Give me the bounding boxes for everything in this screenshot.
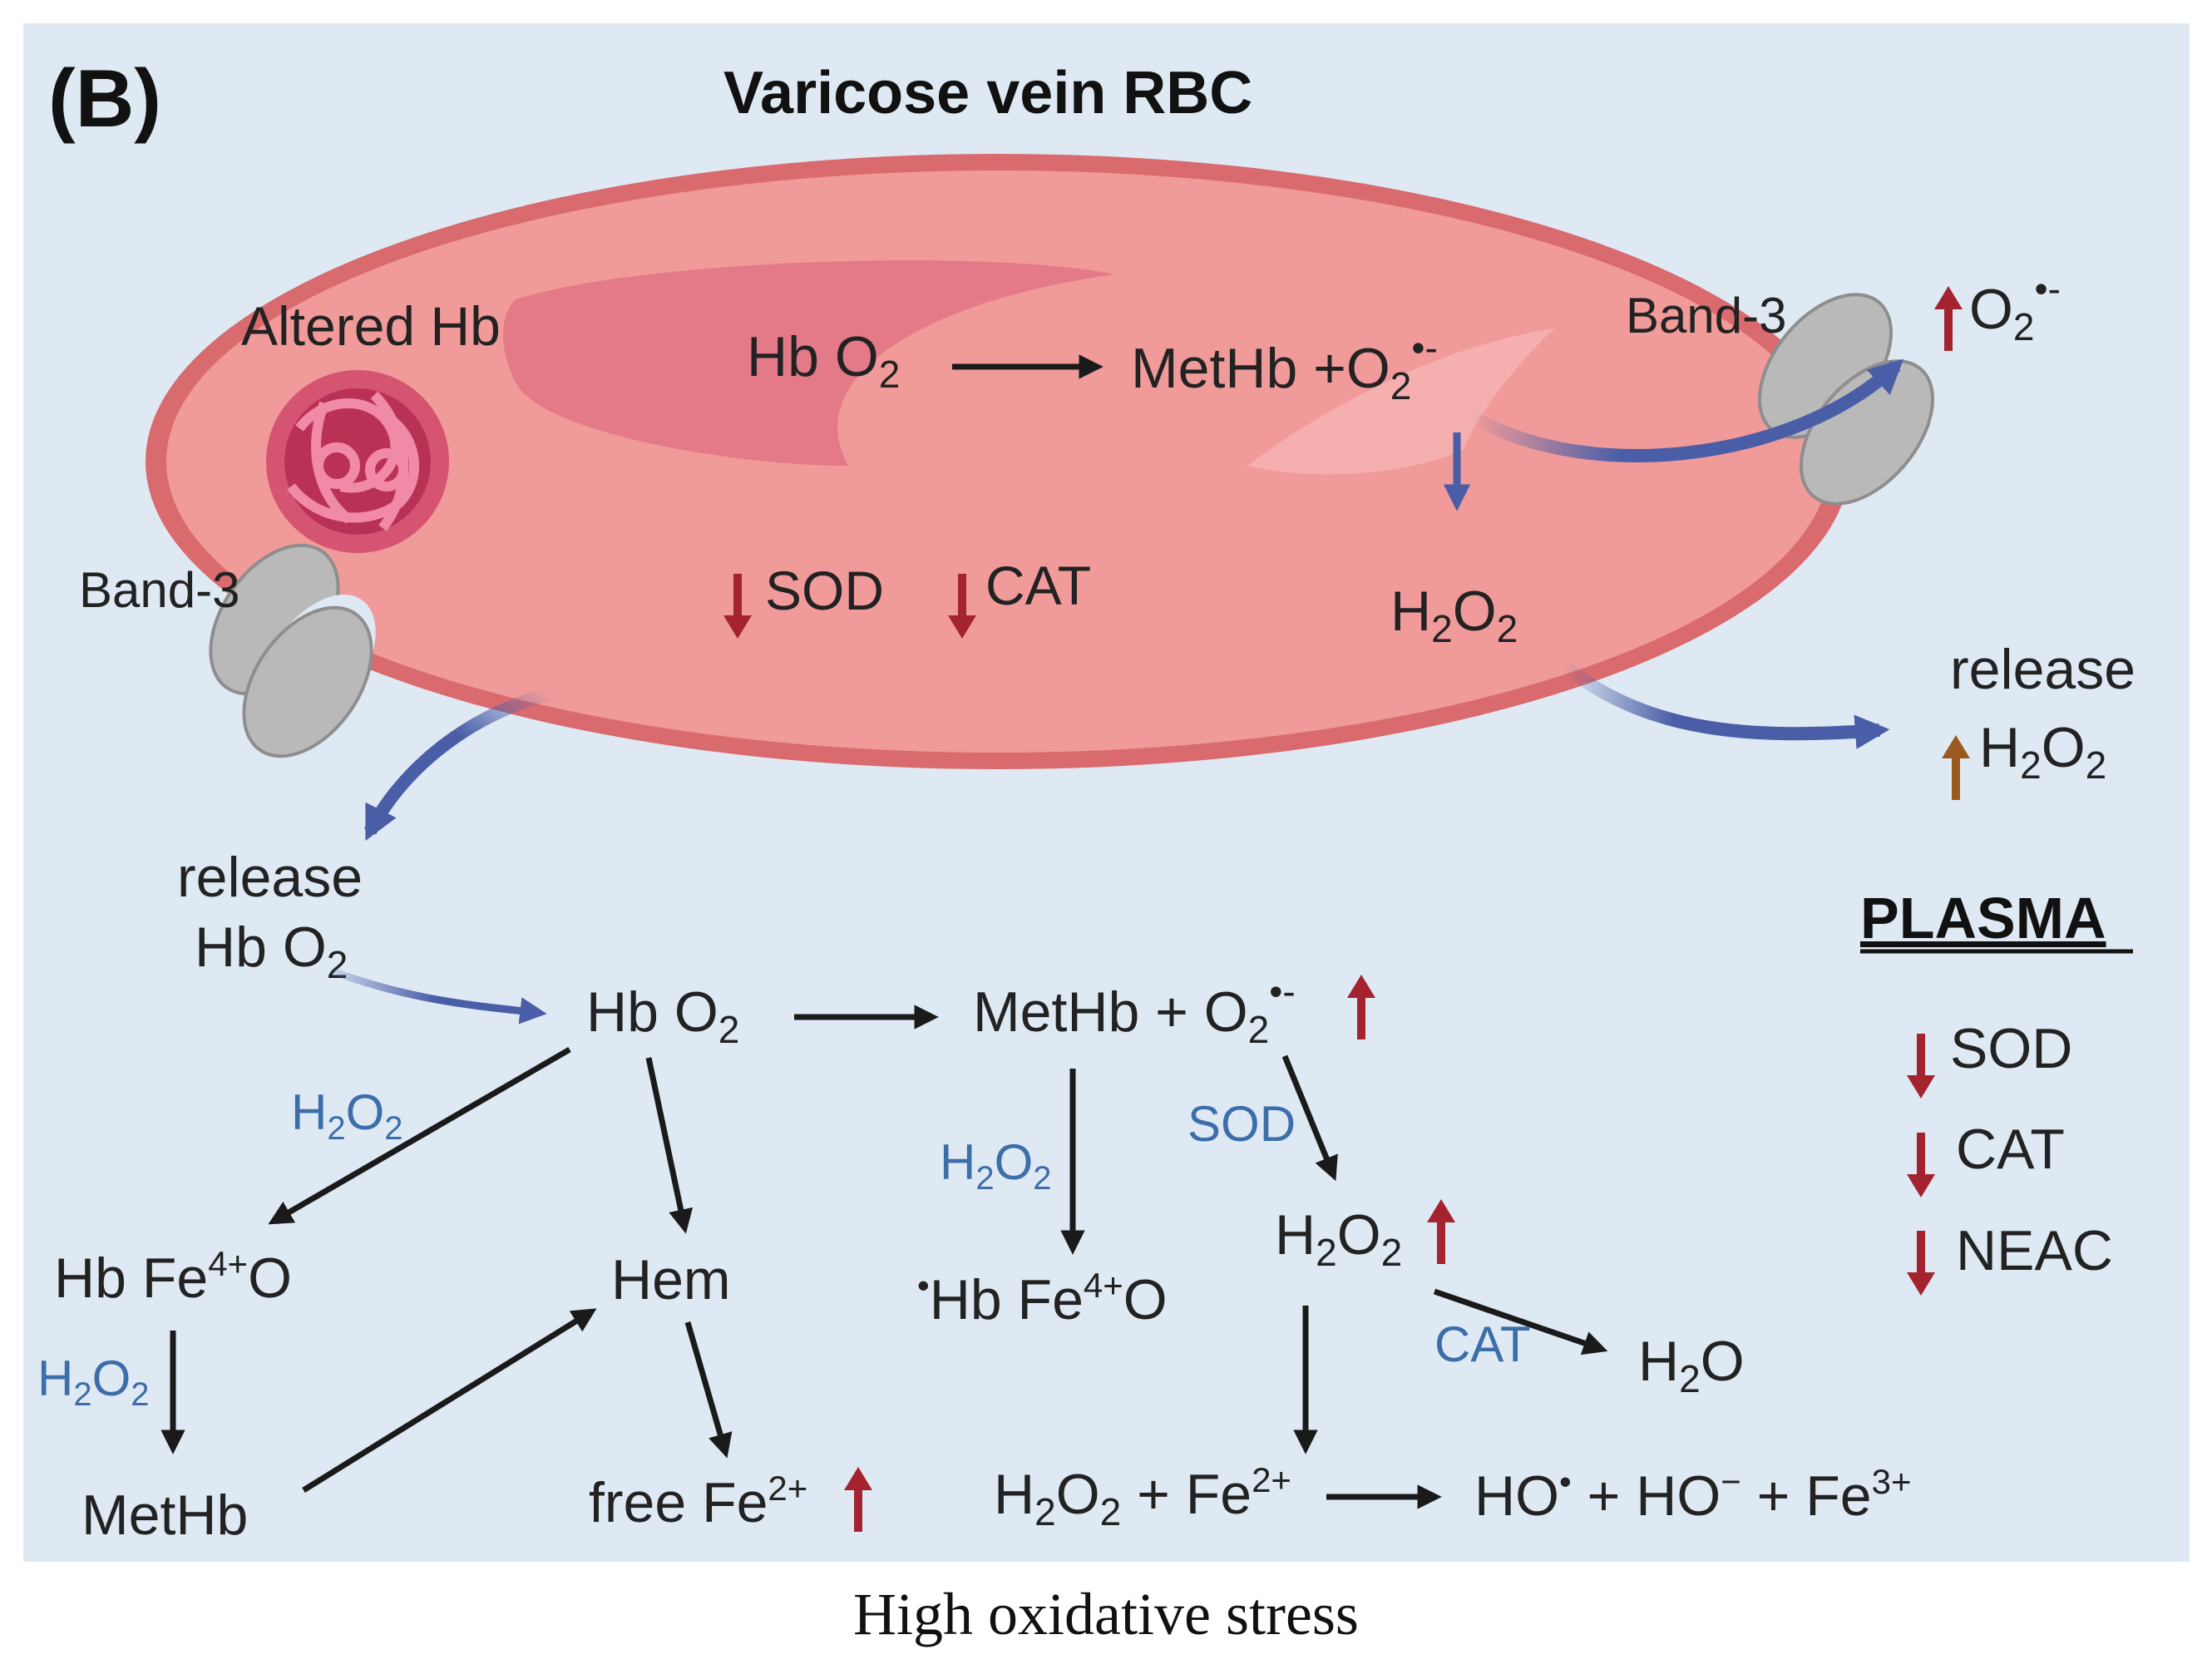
arrow-hbo2-to-ferryl: [268, 1046, 571, 1225]
enzyme-h2o2-3: H2O2: [37, 1351, 150, 1413]
arrow-hbo2-to-hem: [645, 1057, 694, 1234]
band3-right-label: Band-3: [1626, 288, 1786, 343]
water-product: H2O: [1638, 1330, 1745, 1400]
plasma-heading: PLASMA: [1860, 886, 2106, 951]
rbc-central-pallor: [503, 260, 1114, 466]
released-hbo2: Hb O2: [195, 916, 348, 986]
release-right-label: release: [1950, 638, 2135, 701]
release-left-label: release: [177, 846, 363, 909]
enzyme-h2o2-2: H2O2: [940, 1134, 1052, 1197]
arrow-released-to-hbo2: [331, 967, 547, 1025]
band3-left-icon: [209, 543, 376, 758]
methb-bottom: MetHb: [81, 1484, 248, 1547]
rbc-hbo2: Hb O2: [747, 325, 900, 396]
arrow-methb-to-hem: [302, 1308, 597, 1493]
arrow-hem-to-free-iron: [684, 1321, 733, 1459]
fenton-reactants: H2O2 + Fe2+: [994, 1460, 1291, 1533]
hb-fe4-o-left: Hb Fe4+O: [54, 1244, 292, 1310]
plasma-h2o2: H2O2: [1275, 1203, 1402, 1274]
figure-caption: High oxidative stress: [853, 1581, 1359, 1647]
panel-label: (B): [48, 52, 161, 144]
free-iron-label: free Fe2+: [589, 1469, 807, 1534]
rbc-sod-label: SOD: [765, 560, 884, 621]
diagram-title: Varicose vein RBC: [723, 60, 1252, 126]
arrow-superoxide-exit: [1468, 358, 1904, 462]
rbc-h2o2: H2O2: [1390, 580, 1518, 650]
plasma-methb-superoxide: MetHb + O2•-: [973, 970, 1296, 1051]
enzyme-sod: SOD: [1187, 1096, 1296, 1152]
enzyme-cat: CAT: [1434, 1316, 1531, 1372]
plasma-sod: SOD: [1950, 1017, 2072, 1080]
ferryl-radical-mid: •Hb Fe4+O: [917, 1266, 1168, 1331]
plasma-neac: NEAC: [1956, 1219, 2113, 1282]
rbc-highlight: [1247, 328, 1555, 475]
hemoglobin-protein-icon: [266, 370, 449, 553]
h2o2-released: H2O2: [1979, 716, 2106, 787]
rbc-cat-label: CAT: [985, 555, 1091, 616]
band3-left-label: Band-3: [79, 562, 239, 618]
arrow-hbo2-release: [363, 688, 551, 842]
altered-hb-label: Altered Hb: [241, 295, 501, 357]
fenton-products: HO• + HO− + Fe3+: [1474, 1462, 1912, 1528]
h2o2-increase-arrow: [1942, 735, 1970, 800]
red-blood-cell: [146, 154, 1850, 769]
arrow-h2o2-release: [1559, 659, 1890, 749]
plasma-cat: CAT: [1956, 1118, 2065, 1181]
hem-label: Hem: [611, 1248, 731, 1311]
arrow-h2o2-to-h2o: [1433, 1288, 1608, 1355]
rbc-methb-superoxide: MetHb +O2•-: [1131, 326, 1438, 407]
arrow-superoxide-to-h2o2-plasma: [1281, 1054, 1338, 1182]
enzyme-h2o2-1: H2O2: [291, 1084, 403, 1147]
o2-radical-outside: O2•-: [1969, 267, 2061, 348]
plasma-hbo2: Hb O2: [586, 980, 739, 1051]
